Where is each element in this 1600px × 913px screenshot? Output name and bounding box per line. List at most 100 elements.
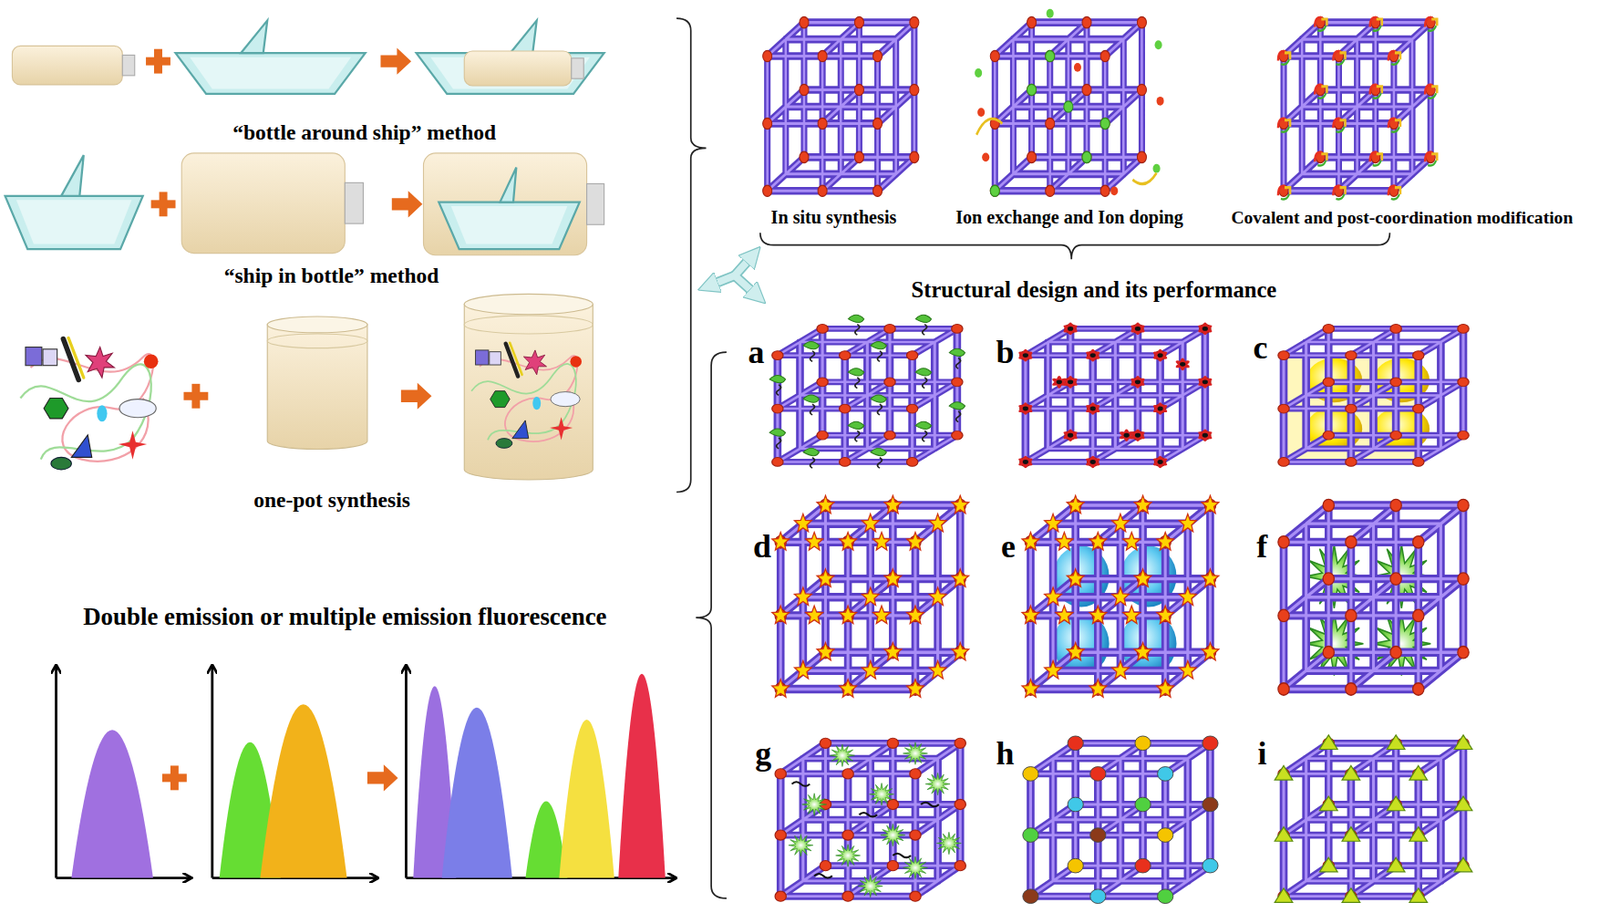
mof-cube-h-part-part (1157, 888, 1174, 904)
mof-cube-a-part (870, 341, 887, 362)
emission-charts-part (71, 729, 154, 878)
mof-cube-h-part-part (1135, 796, 1151, 812)
panel-letter: a (747, 332, 764, 371)
mof-cube-b-part (1062, 428, 1079, 442)
mof-cube-h-part-part (1090, 766, 1106, 782)
mof-cube-ion-exchange-part-part (1153, 164, 1161, 174)
mof-cube-h-part-part (1202, 857, 1219, 873)
mof-cube-c (1278, 324, 1469, 467)
ship-in-bottle-illustration-part (344, 182, 363, 224)
mof-cube-a-part (769, 428, 785, 449)
bottle-around-ship-illustration-part (380, 48, 412, 75)
mof-cube-h-part-part (1135, 857, 1151, 873)
mof-cube-h-part (1022, 735, 1219, 904)
ship-in-bottle-illustration-part (438, 202, 579, 249)
panel-letter: b (995, 332, 1014, 371)
ship-in-bottle-illustration-part (392, 190, 424, 217)
mof-cube-covalent-modification-part (1278, 51, 1291, 65)
mof-cube-b-part (1118, 428, 1136, 442)
mof-cube-ion-exchange-part-part (1156, 96, 1165, 106)
mof-cube-i-part (1341, 826, 1361, 842)
mof-cube-b-part (1051, 375, 1068, 389)
mof-cube-a-part (949, 348, 965, 369)
mof-cube-h-part (1024, 737, 1216, 901)
ship-in-bottle-illustration-part (5, 196, 144, 249)
mof-cube-covalent-modification-part (1424, 17, 1437, 31)
three-way-arrow-part (711, 275, 735, 285)
mof-cube-ion-exchange-part-part (1027, 83, 1037, 95)
ship-in-bottle-illustration-part (16, 199, 132, 244)
mof-cube-b-part (1062, 375, 1079, 389)
mof-cube-b-part (1174, 358, 1191, 372)
mof-cube-ion-exchange-part (990, 16, 1146, 197)
panel-letter: i (1257, 733, 1267, 772)
mof-cube-b-part (1129, 322, 1146, 336)
mof-cube-h-part-part (1067, 735, 1084, 751)
ship-in-bottle-illustration-part (451, 206, 568, 244)
mof-cube-a-part (772, 324, 963, 467)
mof-cube-b-part (1129, 428, 1146, 442)
mof-cube-i-part (1386, 856, 1405, 872)
one-pot-illustration-part (464, 293, 593, 314)
mof-cube-h-part-part (1067, 857, 1084, 873)
mof-cube-h-part-part (1090, 888, 1106, 904)
caption-text: “ship in bottle” method (224, 263, 440, 289)
mof-cube-h (1022, 735, 1219, 904)
ship-in-bottle-illustration-part (587, 183, 605, 225)
mof-cube-g-part (857, 874, 883, 897)
mof-cube-a-part (949, 402, 965, 423)
grouping-braces-part (676, 18, 706, 492)
bottle-around-ship-illustration-part (175, 52, 366, 94)
mof-cube-h-part-part (1090, 827, 1106, 843)
mof-cube-g-part (903, 742, 929, 764)
mof-cube-i-part (1454, 734, 1473, 750)
three-way-arrow-part (734, 275, 755, 294)
mof-cube-ion-exchange-part (974, 9, 1162, 174)
mof-cube-b (1017, 322, 1214, 469)
grouping-braces-part (695, 351, 727, 899)
mof-cube-b-part (1017, 402, 1034, 415)
mof-cube-i-part (1409, 887, 1428, 903)
mof-cube-h-part-part (1157, 827, 1174, 843)
mof-cube-ion-exchange-part-part (1046, 9, 1054, 19)
mof-cube-covalent-modification-part (1388, 118, 1401, 133)
mof-cube-covalent-modification-part (1314, 152, 1327, 166)
grouping-braces-part (760, 232, 1391, 259)
mof-cube-g-part (802, 793, 827, 816)
mof-cube-i-part (1274, 764, 1293, 780)
one-pot-illustration-part (183, 383, 208, 409)
mof-cube-covalent-modification-part (1332, 51, 1345, 65)
emission-charts-part (162, 764, 187, 790)
mof-cube-g-part (920, 802, 940, 806)
mof-cube-i-part (1386, 734, 1405, 750)
mof-cube-g-part (880, 823, 906, 846)
mof-cube-f (1278, 498, 1469, 695)
mof-cube-i-part (1274, 887, 1293, 903)
mof-cube-i-part (1409, 826, 1428, 842)
panel-letter: d (753, 526, 772, 565)
mof-cube-a-part (803, 394, 819, 415)
one-pot-illustration-part (267, 324, 368, 450)
mof-cube-i (1274, 734, 1473, 903)
ship-in-bottle-illustration-part (151, 191, 176, 217)
bottle-around-ship-illustration-part (11, 45, 123, 85)
mof-cube-b-part (1084, 402, 1102, 415)
emission-charts-part (558, 719, 614, 878)
mof-cube-covalent-modification-part (1314, 84, 1327, 99)
mof-cube-d (772, 495, 970, 697)
emission-charts-part (618, 673, 665, 878)
mof-cube-b-part (1152, 455, 1169, 469)
mof-cube-ion-exchange-part-part (977, 107, 985, 117)
mof-cube-g-part (830, 743, 856, 766)
mof-cube-ion-exchange-part-part (974, 68, 982, 78)
mof-cube-a-part (803, 447, 819, 468)
panel-letter: h (995, 733, 1014, 772)
mof-cube-ion-exchange-part-part (1045, 50, 1055, 62)
one-pot-illustration-part (267, 316, 368, 333)
panel-letter: c (1252, 328, 1268, 366)
mof-cube-b-part (1062, 322, 1079, 336)
mof-cube-ion-exchange-part-part (990, 185, 1000, 197)
mof-cube-g-part (892, 853, 911, 857)
mof-cube-b-part (1152, 402, 1169, 415)
mof-cube-covalent-modification (1278, 16, 1437, 199)
